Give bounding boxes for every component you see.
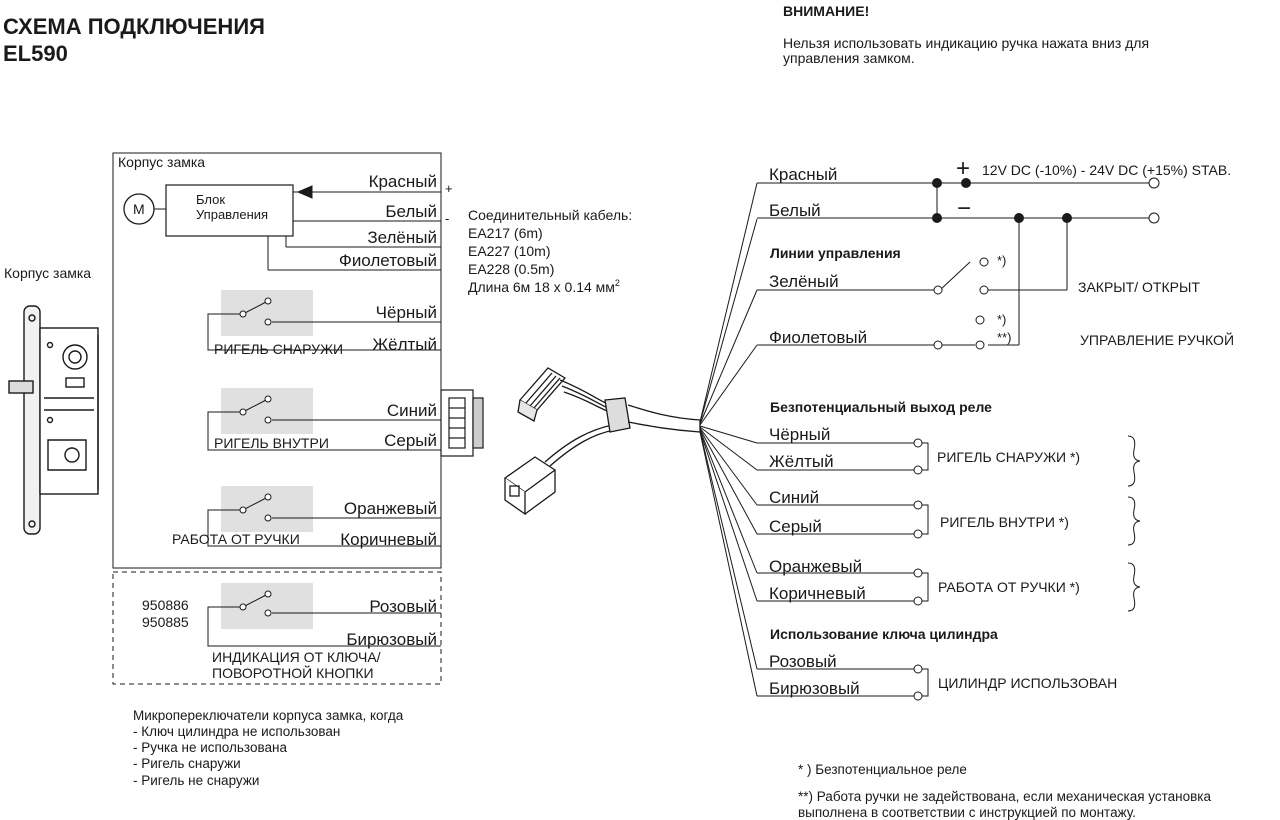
switch-handle <box>207 493 441 547</box>
right-wire-yellow: Жёлтый <box>769 452 834 471</box>
model-code-1: 950886 <box>142 597 189 613</box>
switch-label-key-1: ИНДИКАЦИЯ ОТ КЛЮЧА/ <box>212 649 381 665</box>
switch-label-bolt-out: РИГЕЛЬ СНАРУЖИ <box>214 341 343 357</box>
warning-line-2: управления замком. <box>783 50 915 66</box>
microswitch-item: - Ригель не снаружи <box>133 773 259 788</box>
left-wire-white: Белый <box>385 202 437 221</box>
microswitch-item: - Ключ цилиндра не использован <box>133 724 340 739</box>
lock-connector-icon <box>440 389 484 457</box>
control-lines-heading: Линии управления <box>770 245 901 261</box>
cable-heading: Соединительный кабель: <box>468 207 632 223</box>
relay-handle: РАБОТА ОТ РУЧКИ *) <box>938 579 1080 595</box>
switch-handle-box <box>221 486 313 532</box>
power-spec: 12V DC (-10%) - 24V DC (+15%) STAB. <box>982 162 1231 178</box>
footnote-double-star-2: выполнена в соответствии с инструкцией п… <box>798 805 1136 820</box>
key-indication-box <box>112 571 442 685</box>
left-wire-violet: Фиолетовый <box>339 251 437 270</box>
switch-key-box <box>221 583 313 629</box>
cable-harness-icon <box>503 367 701 516</box>
left-wire-grey: Серый <box>384 431 437 450</box>
switch-bolt-in-box <box>221 388 313 434</box>
warning-heading: ВНИМАНИЕ! <box>783 3 869 19</box>
closed-open-label: ЗАКРЫТ/ ОТКРЫТ <box>1078 279 1200 295</box>
switch-label-bolt-in: РИГЕЛЬ ВНУТРИ <box>214 435 329 451</box>
switch-key <box>207 590 441 647</box>
terminal-circles <box>913 177 1160 701</box>
lock-body-box <box>112 152 442 569</box>
left-wire-turquoise: Бирюзовый <box>346 630 437 649</box>
relay-heading: Безпотенциальный выход реле <box>770 399 992 415</box>
model-title: EL590 <box>3 41 68 66</box>
right-wire-violet: Фиолетовый <box>769 328 867 347</box>
microswitch-item: - Ригель снаружи <box>133 756 241 771</box>
relay-bolt-in: РИГЕЛЬ ВНУТРИ *) <box>940 514 1069 530</box>
cable-length: Длина 6м 18 x 0.14 мм2 <box>468 278 620 295</box>
handle-control-label: УПРАВЛЕНИЕ РУЧКОЙ <box>1080 331 1234 348</box>
model-code-2: 950885 <box>142 614 189 630</box>
right-wire-orange: Оранжевый <box>769 557 862 576</box>
left-minus-sign: - <box>445 211 449 226</box>
switch-bolt-out-box <box>221 290 313 336</box>
lock-body-illustration <box>8 305 99 535</box>
green-star: *) <box>997 253 1006 268</box>
junction-dots <box>932 178 1072 223</box>
motor-symbol: M <box>133 201 145 217</box>
footnote-double-star-1: **) Работа ручки не задействована, если … <box>798 789 1211 804</box>
cable-variant: EA228 (0.5m) <box>468 261 554 277</box>
plus-sign: + <box>956 155 970 182</box>
control-unit-wiring <box>267 185 441 271</box>
right-wire-white: Белый <box>769 201 821 220</box>
right-wire-red: Красный <box>769 165 837 184</box>
cable-length-text: Длина 6м 18 x 0.14 мм <box>468 279 615 295</box>
control-unit-line-2: Управления <box>196 207 268 222</box>
left-wire-orange: Оранжевый <box>344 499 437 518</box>
right-wire-turquoise: Бирюзовый <box>769 679 860 698</box>
cylinder-used-label: ЦИЛИНДР ИСПОЛЬЗОВАН <box>938 675 1117 691</box>
right-wire-brown: Коричневый <box>769 584 866 603</box>
left-wire-blue: Синий <box>387 401 437 420</box>
microswitch-heading: Микропереключатели корпуса замка, когда <box>133 708 404 723</box>
switch-label-key-2: ПОВОРОТНОЙ КНОПКИ <box>212 664 374 681</box>
violet-double-star: **) <box>997 330 1011 345</box>
cable-variant: EA217 (6m) <box>468 225 543 241</box>
left-wire-pink: Розовый <box>369 597 437 616</box>
switch-bolt-out <box>207 297 441 351</box>
cylinder-heading: Использование ключа цилиндра <box>770 626 998 642</box>
footnote-star: * ) Безпотенциальное реле <box>798 762 967 777</box>
right-wiring <box>757 182 1152 697</box>
switch-label-handle: РАБОТА ОТ РУЧКИ <box>172 531 300 547</box>
lock-body-label: Корпус замка <box>118 154 205 170</box>
fanout-wires <box>699 182 758 697</box>
right-wire-black: Чёрный <box>769 425 830 444</box>
left-plus-sign: + <box>445 181 453 196</box>
right-wire-green: Зелёный <box>769 272 839 291</box>
right-wire-blue: Синий <box>769 488 819 507</box>
cable-variant: EA227 (10m) <box>468 243 550 259</box>
cable-length-sup: 2 <box>615 278 620 288</box>
violet-star: *) <box>997 312 1006 327</box>
switch-bolt-in <box>207 395 441 451</box>
right-wire-pink: Розовый <box>769 652 837 671</box>
left-wire-red: Красный <box>369 172 437 191</box>
minus-sign: − <box>957 195 971 222</box>
microswitch-item: - Ручка не использована <box>133 740 287 755</box>
left-wire-black: Чёрный <box>376 303 437 322</box>
warning-line-1: Нельзя использовать индикацию ручка нажа… <box>783 35 1149 51</box>
control-unit-line-1: Блок <box>196 192 225 207</box>
lock-image-label: Корпус замка <box>4 265 91 281</box>
right-wire-grey: Серый <box>769 517 822 536</box>
left-wire-yellow: Жёлтый <box>372 335 437 354</box>
page-title: СХЕМА ПОДКЛЮЧЕНИЯ <box>3 14 265 39</box>
left-wire-brown: Коричневый <box>340 530 437 549</box>
control-unit-box <box>165 184 294 237</box>
relay-bolt-out: РИГЕЛЬ СНАРУЖИ *) <box>937 449 1080 465</box>
left-wire-green: Зелёный <box>367 228 437 247</box>
